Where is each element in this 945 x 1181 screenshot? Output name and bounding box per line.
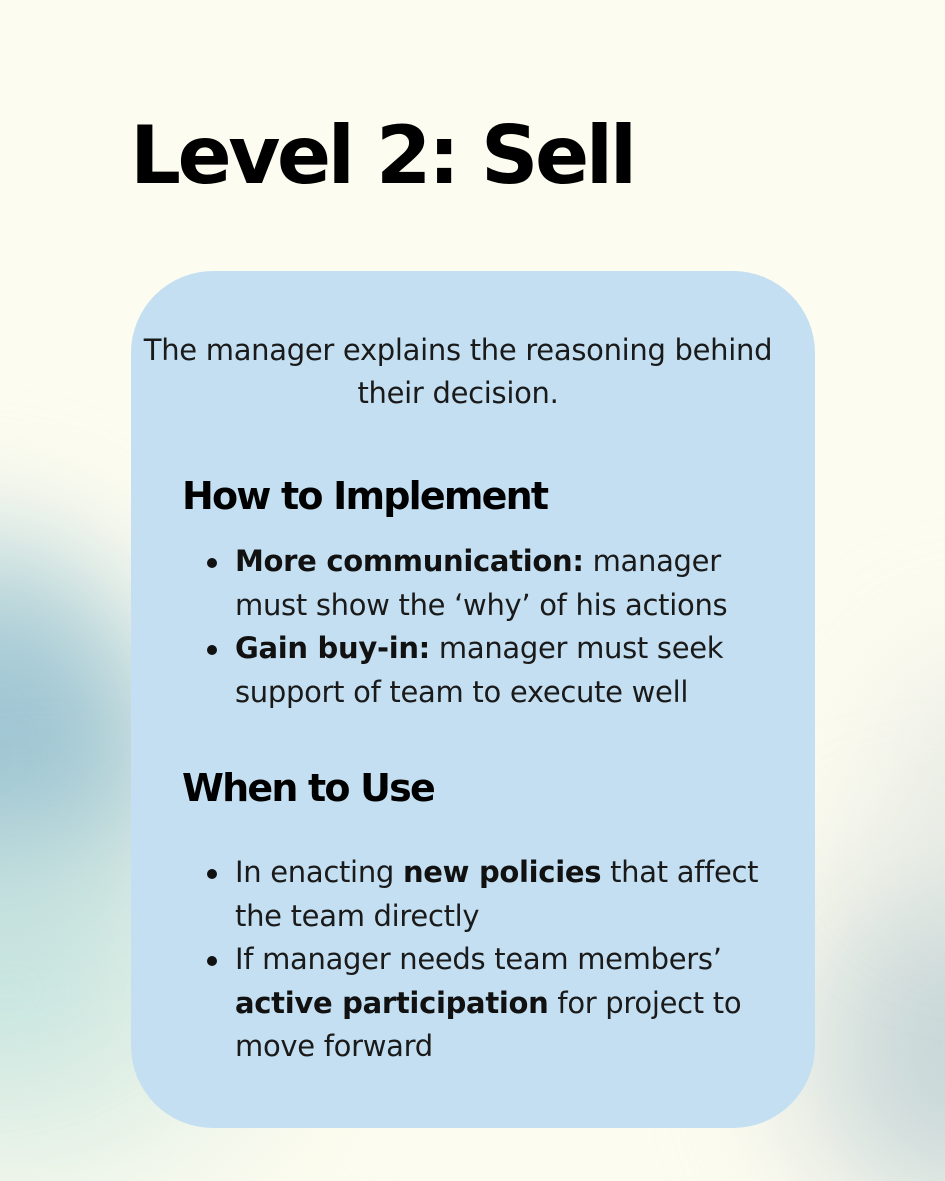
- list-item: In enacting new policies that affect the…: [207, 851, 795, 938]
- section-heading-when: When to Use: [182, 766, 436, 810]
- intro-text: The manager explains the reasoning behin…: [143, 333, 773, 410]
- item-text: If manager needs team members’: [235, 942, 722, 977]
- section-heading-implement: How to Implement: [182, 474, 549, 518]
- when-list: In enacting new policies that affect the…: [207, 851, 795, 1069]
- list-item: More communication: manager must show th…: [207, 540, 795, 627]
- item-text: In enacting: [235, 855, 403, 889]
- list-item: If manager needs team members’ active pa…: [207, 938, 795, 1069]
- item-text: manager must seek support of team to exe…: [235, 631, 724, 709]
- list-item: Gain buy-in: manager must seek support o…: [207, 627, 795, 714]
- item-text: that affect the team directly: [235, 855, 759, 933]
- implement-list: More communication: manager must show th…: [207, 540, 795, 714]
- item-bold-text: active participation: [235, 985, 549, 1020]
- item-text: manager must show the ‘why’ of his actio…: [235, 544, 728, 622]
- content-card: The manager explains the reasoning behin…: [131, 271, 815, 1128]
- item-bold-label: More communication:: [235, 544, 584, 578]
- item-bold-text: new policies: [402, 855, 602, 889]
- item-text: for project to move forward: [235, 985, 742, 1064]
- item-bold-label: Gain buy-in:: [235, 631, 430, 666]
- page-title: Level 2: Sell: [130, 109, 637, 202]
